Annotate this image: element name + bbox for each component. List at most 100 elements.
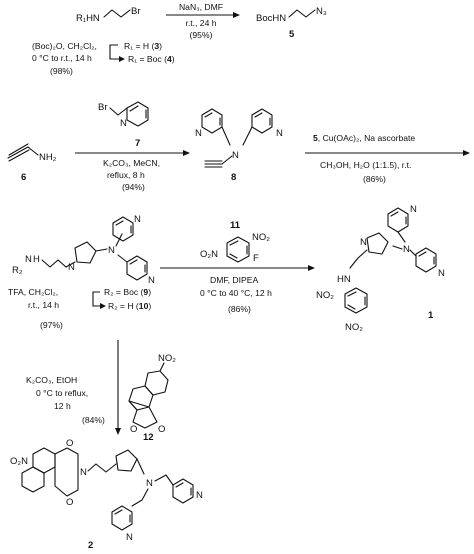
naph-ring-12b <box>128 385 154 411</box>
compound-11: 11 NO₂ F O₂N <box>200 220 270 264</box>
pyridine-n-1b: N <box>438 268 445 279</box>
pyridine-ring-1a <box>387 207 409 233</box>
step3-solvent: CH₃OH, H₂O (1:1.5), r.t. <box>320 160 411 170</box>
compound-7: Br N 7 <box>98 101 149 149</box>
compound-6-number: 6 <box>21 172 26 183</box>
compound-1: N N N N HN NO₂ NO₂ 1 <box>316 204 445 333</box>
hn-label-1: HN <box>337 274 351 285</box>
o-12-a: O <box>130 424 137 435</box>
reaction-arrow-step3: 5, Cu(OAc)₂, Na ascorbate CH₃OH, H₂O (1:… <box>305 133 470 184</box>
protect-yield: (98%) <box>50 66 73 76</box>
pyridine-ring-int-b <box>126 255 148 281</box>
imide-ring-2 <box>54 447 79 497</box>
r1-h-line: R₁ = H (3) <box>124 41 162 51</box>
protect-reagent: (Boc)₂O, CH₂Cl₂, <box>32 41 97 51</box>
tertiary-n-2: N <box>146 478 153 489</box>
o-2-b: O <box>66 497 73 508</box>
step4-conditions-2: 0 °C to 40 °C, 12 h <box>200 288 272 298</box>
compound-3-4: R₁HN Br <box>76 6 141 24</box>
fluorine-label: F <box>253 253 259 264</box>
protection-bracket-arrow <box>109 44 122 60</box>
no2-1-a: NO₂ <box>316 290 334 301</box>
step3-reagent: 5, Cu(OAc)₂, Na ascorbate <box>313 133 415 143</box>
no2-11-b: O₂N <box>200 249 218 260</box>
triazole-ring-int <box>74 241 97 264</box>
triazole-n-1: N <box>360 237 367 248</box>
amide-n: N <box>25 254 32 265</box>
bromide-7-label: Br <box>98 102 108 113</box>
step5-conditions-1: K₂CO₃, EtOH <box>26 375 77 385</box>
compound-8-number: 8 <box>231 172 236 183</box>
bochn-label: BocHN <box>256 13 286 24</box>
r2-h-line: R₂ = H (10) <box>108 301 151 311</box>
step5-conditions-2: 0 °C to reflux, <box>36 388 88 398</box>
no2-1-b: NO₂ <box>345 322 363 333</box>
step4-yield: (86%) <box>228 304 251 314</box>
step2-yield: (94%) <box>122 182 145 192</box>
step5-yield: (84%) <box>82 415 105 425</box>
naph-ring-12a <box>144 370 169 396</box>
compound-2: O₂N O O N N N N 2 <box>10 438 203 551</box>
o2n-2: O₂N <box>10 456 28 467</box>
step1-conditions: r.t., 24 h <box>185 18 216 28</box>
compound-7-number: 7 <box>135 138 140 149</box>
deprotection: TFA, CH₂Cl₂, r.t., 14 h (97%) R₂ = Boc (… <box>8 287 151 330</box>
r2-boc-line: R₂ = Boc (9) <box>104 287 151 297</box>
pyridine-ring-int-a <box>112 216 134 242</box>
step5-conditions-3: 12 h <box>54 401 71 411</box>
pyridine-n-int-a: N <box>134 214 141 225</box>
compound-8: N N N 8 <box>195 108 283 183</box>
r2-label: R₂ <box>12 265 23 276</box>
pyridine-n-int-b: N <box>148 275 155 286</box>
ethyl-chain <box>103 9 131 18</box>
step2-conditions-2: reflux, 8 h <box>107 170 145 180</box>
deprotect-2: r.t., 14 h <box>28 300 59 310</box>
compound-5-number: 5 <box>289 29 295 40</box>
o-2-a: O <box>66 438 73 449</box>
reaction-arrow-step4: DMF, DIPEA 0 °C to 40 °C, 12 h (86%) <box>160 265 315 314</box>
amine-label: NH₂ <box>39 152 57 163</box>
protect-conditions: 0 °C to r.t., 14 h <box>32 53 92 63</box>
benzene-ring-1 <box>344 287 368 314</box>
pyridine-ring-7 <box>126 101 149 127</box>
step1-reagent: NaN₃, DMF <box>179 2 223 12</box>
tertiary-n-int: N <box>108 245 115 256</box>
deprotect-yield: (97%) <box>40 320 63 330</box>
azide-chain <box>288 9 316 18</box>
pyridine-ring-2b <box>111 505 133 531</box>
benzene-ring-11 <box>226 236 250 263</box>
reaction-arrow-step5: K₂CO₃, EtOH 0 °C to reflux, 12 h (84%) <box>26 340 121 435</box>
compound-12-number: 12 <box>143 432 154 443</box>
tertiary-n-1: N <box>403 244 410 255</box>
triazole-ring-2 <box>115 449 138 472</box>
reaction-arrow-step1: NaN₃, DMF r.t., 24 h (95%) <box>166 2 240 40</box>
step2-conditions-1: K₂CO₃, MeCN, <box>103 158 160 168</box>
step1-yield: (95%) <box>190 30 213 40</box>
imide-n-2: N <box>80 467 87 478</box>
tertiary-n-8: N <box>232 150 239 161</box>
step3-yield: (86%) <box>363 174 386 184</box>
boc-protection: (Boc)₂O, CH₂Cl₂, 0 °C to r.t., 14 h (98%… <box>32 41 175 76</box>
compound-2-number: 2 <box>88 540 93 551</box>
compound-1-number: 1 <box>428 310 434 321</box>
o-12-b: O <box>158 424 165 435</box>
r1-boc-line: R₁ = Boc (4) <box>128 54 175 64</box>
amide-h: H <box>33 254 40 265</box>
pyridine-n-7: N <box>120 118 127 129</box>
pyridine-ring-1b <box>415 247 437 273</box>
r1-amine-label: R₁HN <box>76 13 100 24</box>
no2-12: NO₂ <box>158 353 176 364</box>
naph-ring-2b <box>21 466 45 493</box>
pyridine-ring-2a <box>172 478 194 504</box>
reaction-arrow-step2: K₂CO₃, MeCN, reflux, 8 h (94%) <box>75 150 190 192</box>
no2-11-a: NO₂ <box>252 232 270 243</box>
azide-label: N₃ <box>316 6 327 17</box>
anhydride-ring-12 <box>128 400 158 429</box>
step4-conditions-1: DMF, DIPEA <box>210 275 258 285</box>
triazole-n-int: N <box>68 262 75 273</box>
compound-12: NO₂ O O 12 <box>128 353 176 443</box>
pyridine-n-1a: N <box>410 204 417 215</box>
compound-5: BocHN N₃ 5 <box>256 6 327 40</box>
pyridine-n-8b: N <box>276 128 283 139</box>
